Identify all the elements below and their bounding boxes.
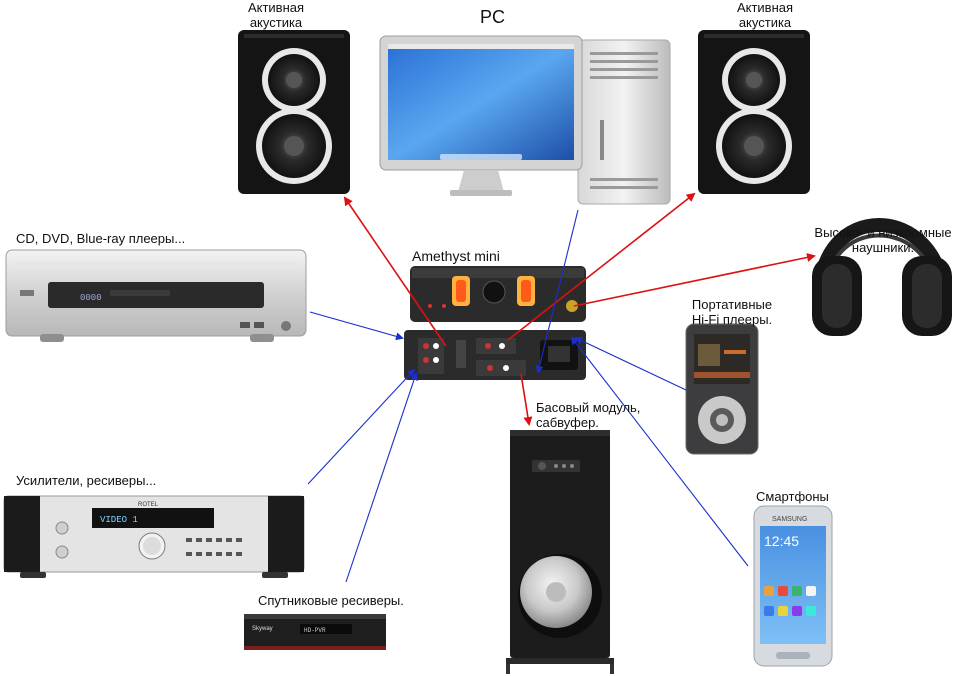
disc-players-label: CD, DVD, Blue-ray плееры... (16, 231, 186, 246)
smartphones-label: Смартфоны (756, 489, 829, 504)
phone-brand-text: SAMSUNG (772, 516, 807, 523)
pc-monitor (379, 35, 583, 196)
sat-brand-text: Skyway (252, 626, 273, 632)
pc-tower (577, 39, 671, 205)
left-speaker-label: Активная акустика (247, 0, 305, 30)
satellite-receiver (244, 614, 386, 650)
amp-display-text: VIDEO 1 (100, 515, 138, 525)
arrow-from-smartphone (570, 336, 749, 567)
amethyst-front-panel (410, 266, 586, 322)
headphones (812, 218, 952, 336)
input-arrows (307, 209, 749, 583)
right-speaker-label: Активная акустика (736, 0, 794, 30)
amethyst-back-panel (404, 330, 586, 380)
headphones-label: Высоко- и низкоомные наушники. (814, 225, 952, 255)
arrow-to-left-speaker (343, 196, 447, 347)
arrow-from-satellite (345, 372, 418, 583)
arrow-from-pc (535, 209, 579, 374)
amplifiers-label: Усилители, ресиверы... (16, 473, 157, 488)
player-display-text: 0000 (80, 293, 102, 303)
portable-player-label: Портативные Hi-Fi плееры. (691, 297, 773, 327)
portable-player (685, 323, 759, 455)
sat-model-text: HD-PVR (304, 627, 326, 634)
disc-player (5, 249, 307, 342)
left-speaker (238, 30, 350, 194)
arrow-to-right-speaker (507, 192, 696, 341)
amplifier (3, 495, 305, 578)
arrow-to-headphones (573, 253, 816, 307)
amp-brand-text: ROTEL (138, 502, 159, 508)
output-arrows (343, 192, 816, 426)
arrow-from-disc-player (309, 311, 404, 341)
amethyst-label: Amethyst mini (412, 248, 500, 264)
arrow-from-portable-player (574, 336, 687, 391)
pc-label: PC (480, 7, 506, 27)
arrow-from-amplifier (307, 368, 416, 485)
arrow-to-subwoofer (520, 373, 533, 426)
subwoofer (506, 430, 614, 674)
satellite-label: Спутниковые ресиверы. (258, 593, 404, 608)
subwoofer-label: Басовый модуль, сабвуфер. (536, 400, 641, 430)
phone-time-text: 12:45 (764, 533, 799, 549)
right-speaker (698, 30, 810, 194)
smartphone (753, 505, 833, 667)
